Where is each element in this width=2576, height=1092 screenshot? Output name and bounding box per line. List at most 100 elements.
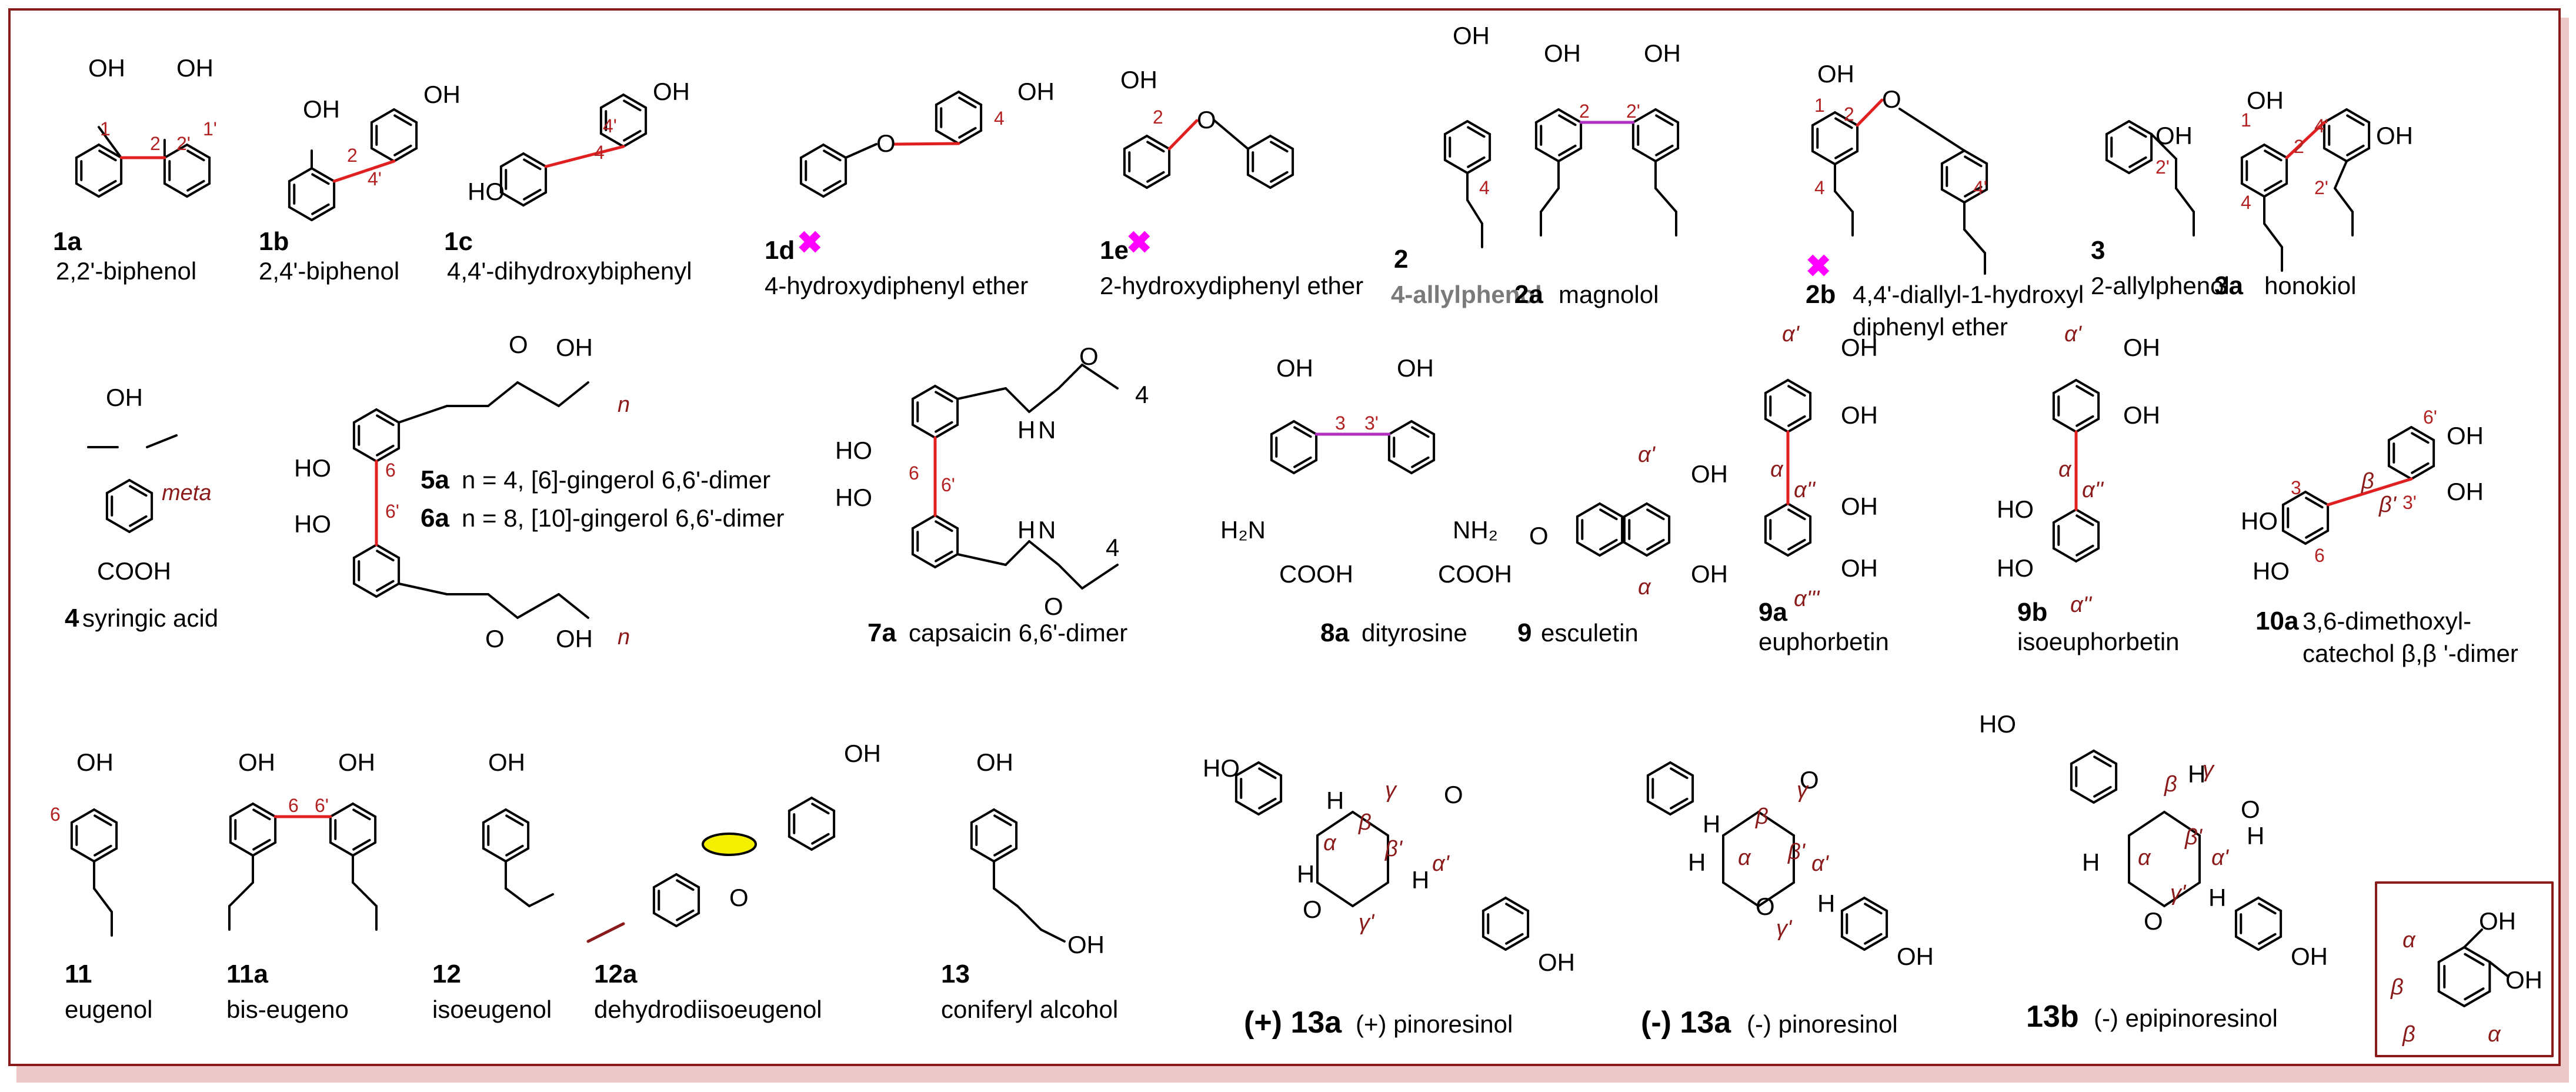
ring-bond xyxy=(2075,379,2100,394)
compound-name-12a: dehydrodiisoeugenol xyxy=(594,996,822,1023)
compound-name-10a-line1: 3,6-dimethoxyl- xyxy=(2303,607,2471,635)
ring-bond xyxy=(622,94,648,109)
oh-label: OH xyxy=(976,748,1013,776)
excluded-mark: ✖ xyxy=(1126,226,1152,260)
ether-o-label: O xyxy=(1882,85,1901,113)
ring-double-bond xyxy=(352,838,371,851)
ring-bond xyxy=(2128,159,2153,174)
oh-label: OH xyxy=(1276,354,1313,382)
oh-label: OH xyxy=(2247,86,2284,114)
oh-label: OH xyxy=(1817,60,1854,88)
locant: 6' xyxy=(315,795,329,816)
ring-bond xyxy=(1654,147,1680,162)
chain-bond xyxy=(1028,387,1060,413)
ring-bond xyxy=(2463,946,2491,963)
ring-bond xyxy=(186,144,211,159)
catechol-legend-box xyxy=(2375,881,2554,1057)
ring-double-bond xyxy=(2076,415,2094,427)
compound-name-9: esculetin xyxy=(1541,619,1639,647)
compound-id-12a: 12a xyxy=(594,960,638,988)
greek-locant: α' xyxy=(1782,322,1800,347)
oh-label: OH xyxy=(1538,948,1575,976)
compound-name-2b-line2: diphenyl ether xyxy=(1853,313,2008,341)
chain-bond xyxy=(2263,222,2283,248)
ring-1a-right xyxy=(163,144,211,198)
ring-bond xyxy=(329,841,354,857)
locant: 2' xyxy=(1626,101,1640,122)
ring-double-bond xyxy=(623,129,642,142)
ring-bond xyxy=(1863,897,1888,912)
ring-bond xyxy=(1534,108,1560,124)
ring-double-bond xyxy=(1646,538,1665,551)
h-label: H xyxy=(2208,884,2226,911)
chain-bond xyxy=(2128,811,2165,837)
chain-bond xyxy=(2150,133,2177,160)
ring-bond xyxy=(1270,459,1295,474)
compound-name-9b: isoeuphorbetin xyxy=(2017,628,2180,655)
ring-bond xyxy=(2052,379,2077,394)
chain-bond xyxy=(1316,881,1354,907)
greek-locant: β xyxy=(2164,772,2177,797)
ring-bond xyxy=(1293,420,1318,435)
compound-name-2: 4-allylphenol xyxy=(1391,281,1542,308)
ring-double-bond xyxy=(1293,456,1312,468)
ring-double-bond xyxy=(935,550,953,562)
ring-1d-left xyxy=(799,144,847,198)
ring-bond xyxy=(229,841,254,857)
ring-bond xyxy=(993,808,1018,824)
oh-label: OH xyxy=(1691,460,1728,488)
ring-bond xyxy=(934,385,959,400)
greek-locant: β' xyxy=(2184,825,2203,850)
ring-bond xyxy=(1811,111,1836,126)
locant: 1' xyxy=(203,118,217,139)
amide-o-label: O xyxy=(1079,342,1099,370)
chain-bond xyxy=(1722,811,1760,837)
ring-double-bond xyxy=(1787,415,1806,427)
ring-bond xyxy=(970,808,995,824)
locant: 2' xyxy=(2155,157,2170,178)
compound-id-1a: 1a xyxy=(53,227,82,256)
greek-locant: γ xyxy=(1385,778,1397,803)
ring-double-bond xyxy=(2093,755,2112,768)
chain-bond xyxy=(352,881,378,907)
ring-bond xyxy=(93,847,118,863)
ring-bond xyxy=(1123,135,1148,150)
ring-bond xyxy=(1443,159,1469,174)
ring-bond xyxy=(799,144,825,159)
bond-line xyxy=(98,126,123,159)
ring-double-bond xyxy=(2411,432,2430,444)
ring-bond xyxy=(70,847,95,863)
compound-name-13a-minus: (-) pinoresinol xyxy=(1747,1010,1898,1038)
oh-label: OH xyxy=(2447,478,2484,505)
ring-bond xyxy=(799,182,825,198)
amine-label: H₂N xyxy=(1220,516,1266,544)
meta-label: meta xyxy=(162,481,211,505)
ring-bond xyxy=(993,847,1018,863)
locant: 6 xyxy=(385,460,396,481)
chain-bond xyxy=(1722,881,1760,907)
ring-bond xyxy=(1840,897,1866,912)
ring-bond xyxy=(75,144,100,159)
cooh-label: COOH xyxy=(1438,560,1512,588)
ring-4 xyxy=(105,479,154,533)
chain-bond xyxy=(528,893,554,907)
ring-bond xyxy=(1940,149,1966,165)
carbonyl-o-label: O xyxy=(1529,522,1549,550)
compound-id-4: 4 xyxy=(65,604,79,632)
ring-double-bond xyxy=(2258,933,2277,945)
ring-bond xyxy=(482,847,507,863)
ring-bond xyxy=(2105,159,2130,174)
ring-bond xyxy=(1654,108,1680,124)
locant: 4 xyxy=(594,142,605,163)
ring-double-bond xyxy=(311,203,330,215)
h-label: H xyxy=(1703,810,1720,838)
ring-13a-minus-left xyxy=(1646,761,1694,815)
ring-o-label: O xyxy=(1444,781,1463,808)
chain-bond xyxy=(487,593,519,619)
compound-id-11a: 11a xyxy=(226,960,269,988)
oh-label: OH xyxy=(423,81,461,108)
ring-bond xyxy=(1293,459,1318,474)
oh-label: OH xyxy=(1841,401,1878,429)
ring-double-bond xyxy=(1411,426,1430,438)
highlighted-bond xyxy=(702,833,757,856)
